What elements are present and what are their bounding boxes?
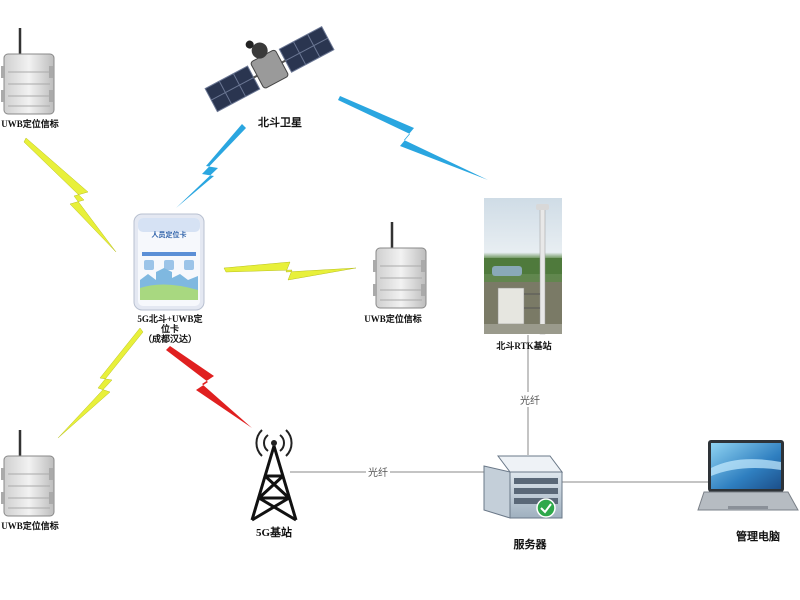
signal-bolt-card-tower (166, 346, 252, 428)
signal-bolt-satellite-card (176, 124, 246, 208)
beacon-top-left-label: UWB定位信标 (1, 119, 59, 129)
laptop-icon (697, 440, 799, 511)
rtk-station-label: 北斗RTK基站 (496, 341, 552, 351)
server-icon (483, 455, 563, 519)
beacon-mid-label: UWB定位信标 (364, 314, 422, 324)
uwb-beacon-icon (0, 26, 56, 116)
satellite-label: 北斗卫星 (258, 117, 302, 129)
tower-5g-icon (250, 429, 298, 522)
signal-bolt-beacon-top-left (23, 137, 117, 253)
tower-5g-label: 5G基站 (255, 527, 293, 539)
signal-bolt-beacon-bottom-left (57, 327, 144, 439)
locator-card-icon (133, 213, 205, 311)
locator-card-label-line2: 位卡 (160, 324, 179, 334)
signal-bolt-satellite-rtk (338, 96, 488, 180)
rtk-station-photo (484, 198, 562, 335)
uwb-beacon-icon (0, 428, 56, 518)
fiber-label-rtk: 光纤 (518, 392, 542, 407)
signal-bolt-beacon-mid (223, 261, 357, 281)
server-label: 服务器 (513, 539, 547, 551)
pc-label: 管理电脑 (736, 531, 780, 543)
uwb-beacon-icon (371, 220, 428, 310)
satellite-icon (204, 25, 335, 113)
card-title-text: 人员定位卡 (152, 230, 187, 239)
beacon-bottom-left-label: UWB定位信标 (1, 521, 59, 531)
locator-card-label-line1: 5G北斗+UWB定 (137, 314, 203, 324)
fiber-label-tower: 光纤 (366, 464, 390, 479)
locator-card-label-line3: （成都汉达） (142, 334, 197, 344)
